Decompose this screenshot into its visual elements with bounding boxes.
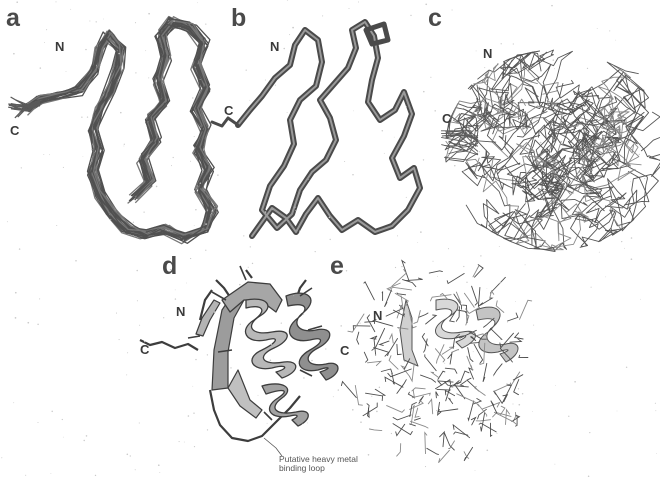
annotation-line-2: binding loop	[279, 464, 389, 473]
heavy-metal-loop-annotation: Putative heavy metal binding loop	[279, 455, 389, 473]
